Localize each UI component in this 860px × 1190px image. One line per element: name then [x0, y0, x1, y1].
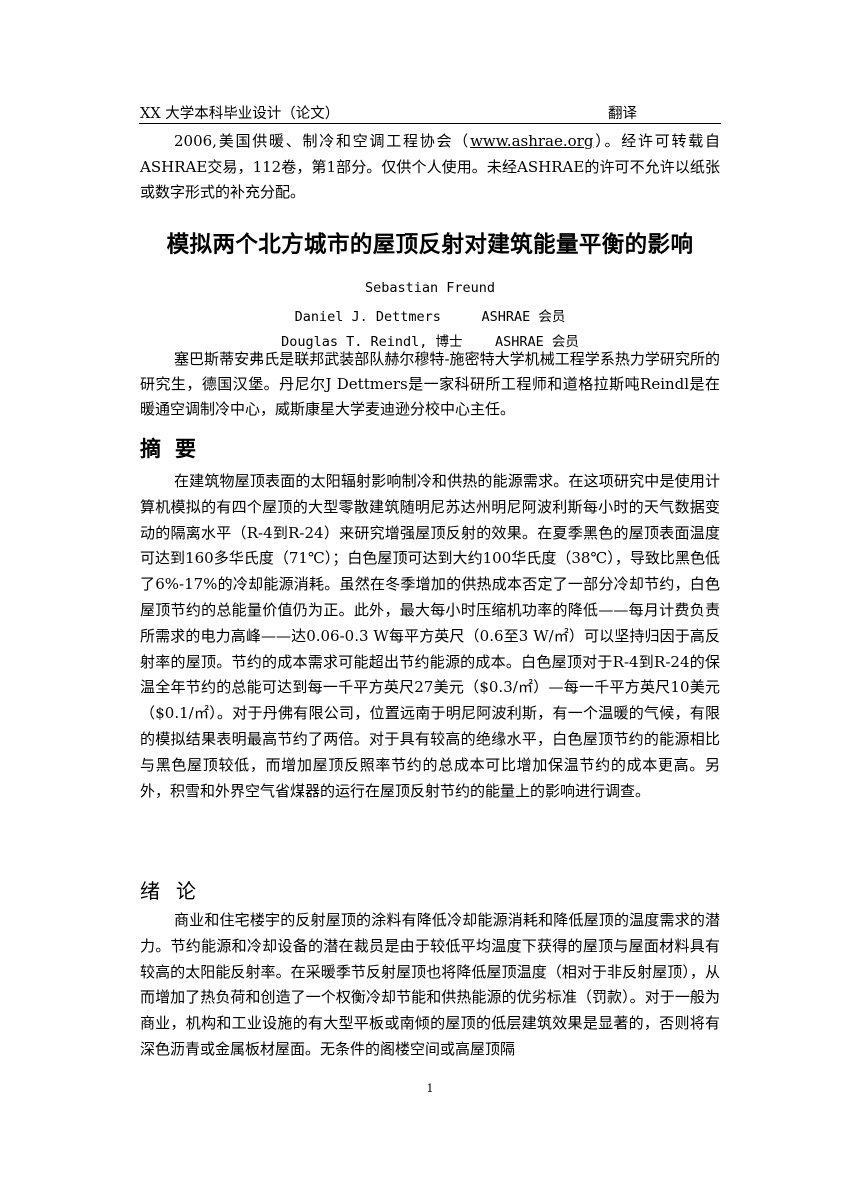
paper-title: 模拟两个北方城市的屋顶反射对建筑能量平衡的影响 [166, 232, 694, 258]
author-affiliation: 塞巴斯蒂安弗氏是联邦武装部队赫尔穆特-施密特大学机械工程学系热力学研究所的研究生… [140, 350, 720, 418]
header-left: XX 大学本科毕业设计（论文） [140, 106, 340, 122]
abstract-heading: 摘要 [140, 437, 210, 461]
intro-body: 商业和住宅楼宇的反射屋顶的涂料有降低冷却能源消耗和降低屋顶的温度需求的潜力。节约… [140, 911, 720, 1058]
page-header: XX 大学本科毕业设计（论文） 翻译 [140, 102, 720, 124]
header-rule [139, 123, 721, 124]
author-1: Sebastian Freund [364, 280, 496, 296]
page-number: 1 [426, 1082, 434, 1095]
author-2: Daniel J. Dettmers ASHRAE 会员 [294, 309, 566, 325]
abstract-body: 在建筑物屋顶表面的太阳辐射影响制冷和供热的能源需求。在这项研究中是使用计算机模拟… [140, 472, 720, 800]
copyright-post: ）。经许可转载自ASHRAE交易，112卷，第1部分。仅供个人使用。未经ASHR… [140, 132, 720, 201]
copyright-notice: 2006,美国供暖、制冷和空调工程协会（www.ashrae.org）。经许可转… [140, 129, 720, 206]
ashrae-link[interactable]: www.ashrae.org [470, 132, 594, 150]
intro-heading: 绪论 [140, 879, 212, 903]
copyright-pre: 2006,美国供暖、制冷和空调工程协会（ [174, 132, 471, 150]
author-3: Douglas T. Reindl, 博士 ASHRAE 会员 [281, 334, 579, 350]
header-right: 翻译 [608, 106, 637, 122]
